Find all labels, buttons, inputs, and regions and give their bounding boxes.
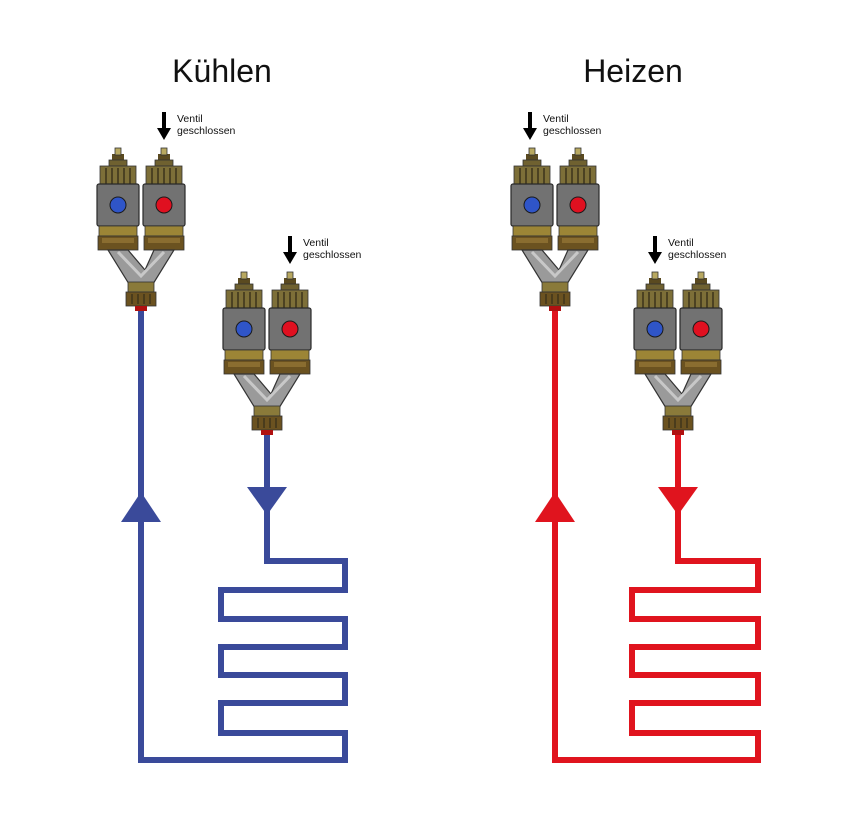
valve-label-line2: geschlossen — [543, 125, 602, 137]
valve-label-line1: Ventil — [177, 113, 203, 125]
valve-yoke — [232, 373, 302, 409]
cooling-pipe-supply — [138, 310, 348, 763]
arrow-down-icon — [648, 236, 662, 264]
valve-label-line1: Ventil — [303, 237, 329, 249]
valve-yoke — [106, 249, 176, 285]
cold-indicator — [109, 196, 127, 214]
double-valve-icon — [510, 147, 600, 311]
cold-indicator — [235, 320, 253, 338]
flow-arrow-down-icon — [658, 487, 698, 515]
valve-closed-marker: Ventil geschlossen — [523, 112, 602, 140]
cold-indicator — [646, 320, 664, 338]
valve-nut — [143, 225, 185, 251]
hot-indicator — [569, 196, 587, 214]
arrow-down-icon — [157, 112, 171, 140]
double-valve-icon — [96, 147, 186, 311]
valve-head — [271, 271, 309, 313]
valve-closed-marker: Ventil geschlossen — [283, 236, 362, 264]
valve-head — [559, 147, 597, 189]
valve-yoke — [520, 249, 590, 285]
flow-arrow-down-icon — [247, 487, 287, 515]
double-valve-icon — [222, 271, 312, 435]
valve-closed-marker: Ventil geschlossen — [157, 112, 236, 140]
hot-indicator — [281, 320, 299, 338]
panel-title-cooling: Kühlen — [172, 53, 272, 89]
heating-pipe-supply — [552, 310, 761, 763]
valve-head — [513, 147, 551, 189]
flow-arrow-up-icon — [535, 492, 575, 522]
valve-label-line1: Ventil — [668, 237, 694, 249]
valve-nut — [269, 349, 311, 375]
flow-arrow-up-icon — [121, 492, 161, 522]
valve-closed-marker: Ventil geschlossen — [648, 236, 727, 264]
heating-circuit — [535, 310, 761, 763]
valve-nut — [223, 349, 265, 375]
arrow-down-icon — [523, 112, 537, 140]
valve-nut — [557, 225, 599, 251]
double-valve-icon — [633, 271, 723, 435]
arrow-down-icon — [283, 236, 297, 264]
valve-head — [682, 271, 720, 313]
cooling-circuit — [121, 310, 348, 763]
valve-label-line1: Ventil — [543, 113, 569, 125]
panel-title-heating: Heizen — [583, 53, 683, 89]
valve-head — [225, 271, 263, 313]
valve-nut — [680, 349, 722, 375]
valve-label-line2: geschlossen — [303, 249, 362, 261]
valve-head — [99, 147, 137, 189]
valve-head — [636, 271, 674, 313]
valve-yoke — [643, 373, 713, 409]
hot-indicator — [692, 320, 710, 338]
cold-indicator — [523, 196, 541, 214]
valve-nut — [511, 225, 553, 251]
valve-nut — [97, 225, 139, 251]
valve-label-line2: geschlossen — [177, 125, 236, 137]
valve-head — [145, 147, 183, 189]
hot-indicator — [155, 196, 173, 214]
valve-nut — [634, 349, 676, 375]
valve-label-line2: geschlossen — [668, 249, 727, 261]
